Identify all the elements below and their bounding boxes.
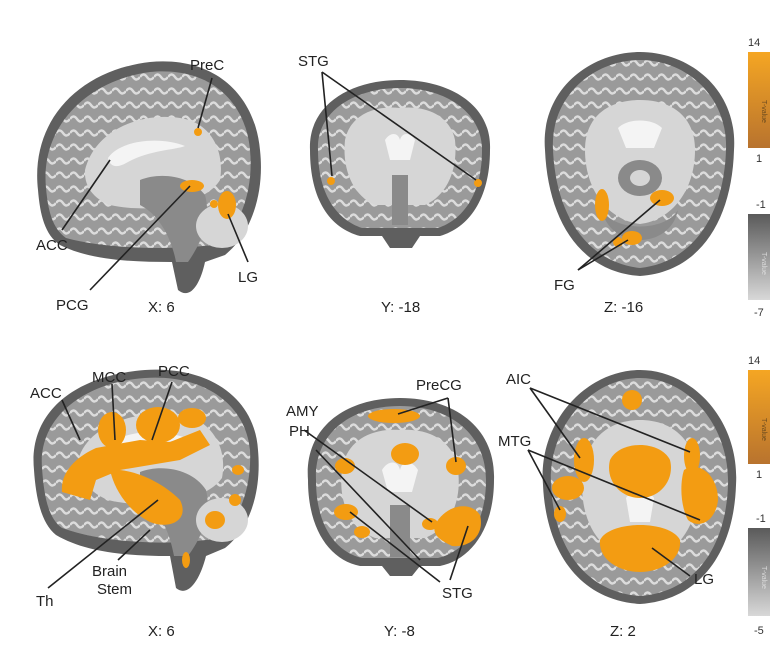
leader-amy [303, 429, 433, 523]
leader-lg-top [227, 213, 249, 263]
label-mtg: MTG [498, 433, 531, 450]
label-mcc: MCC [92, 369, 126, 386]
activation-blobs-coronal-bottom [334, 409, 481, 547]
brain-slice-coronal-bottom [307, 398, 495, 576]
activation-blobs-sagittal-bottom [61, 407, 244, 568]
leader-fg-a [577, 199, 661, 271]
activation-blobs-sagittal-top [180, 128, 236, 219]
leader-stg-top-a [321, 71, 333, 177]
label-ph: PH [289, 423, 310, 440]
colorbar-bottom: 14 T-value 1 -1 T-value -5 [748, 355, 770, 637]
colorbar-bottom-pos-title: T-value [760, 418, 767, 441]
label-acc-top: ACC [36, 237, 68, 254]
label-th: Th [36, 593, 54, 610]
leader-acc-top [61, 159, 111, 231]
label-pcc: PCC [158, 363, 190, 380]
colorbar-bottom-pos-max: 14 [748, 355, 760, 367]
colorbar-top-neg-max: -1 [756, 199, 766, 211]
coord-label-panel-3: Z: -16 [604, 299, 643, 316]
brain-slice-axial-top [544, 52, 735, 276]
colorbar-top-neg-title: T-value [760, 252, 767, 275]
panel-sagittal-bottom: ACC MCC PCC Th Brain Stem X: 6 [30, 363, 259, 640]
label-stg-bottom: STG [442, 585, 473, 602]
leader-stg-bottom-b [449, 525, 469, 581]
colorbar-bottom-neg-max: -1 [756, 513, 766, 525]
leader-stg-top-b [321, 71, 477, 181]
label-brain: Brain [92, 563, 127, 580]
label-stg-top: STG [298, 53, 329, 70]
panel-axial-bottom: AIC MTG LG Z: 2 [498, 370, 737, 640]
colorbar-top-pos-min: 1 [756, 153, 762, 165]
colorbar-top-neg-min: -7 [754, 307, 764, 319]
colorbar-bottom-positive [748, 370, 770, 464]
label-prec: PreC [190, 57, 224, 74]
label-fg: FG [554, 277, 575, 294]
brain-slice-coronal-top [309, 80, 491, 248]
label-aic: AIC [506, 371, 531, 388]
panel-axial-top: FG Z: -16 [544, 52, 735, 316]
coord-label-panel-6: Z: 2 [610, 623, 636, 640]
activation-blobs-coronal-top [327, 177, 482, 187]
panel-sagittal-top: PreC ACC PCG LG X: 6 [36, 57, 261, 316]
colorbar-top: 14 T-value 1 -1 T-value -7 [748, 37, 770, 319]
colorbar-bottom-pos-min: 1 [756, 469, 762, 481]
label-stem: Stem [97, 581, 132, 598]
leader-th [47, 499, 159, 589]
brain-slice-sagittal-top [37, 61, 261, 294]
label-precg: PreCG [416, 377, 462, 394]
label-amy: AMY [286, 403, 319, 420]
label-pcg: PCG [56, 297, 89, 314]
panel-coronal-top: STG Y: -18 [298, 53, 491, 316]
leader-acc-bottom [61, 399, 81, 441]
leader-aic-b [529, 387, 691, 453]
coord-label-panel-5: Y: -8 [384, 623, 415, 640]
leader-fg-b [577, 239, 629, 271]
colorbar-top-pos-max: 14 [748, 37, 760, 49]
colorbar-top-positive [748, 52, 770, 148]
leader-mtg-a [527, 449, 561, 511]
activation-blobs-axial-top [595, 189, 674, 247]
leader-brainstem [117, 529, 151, 561]
colorbar-top-negative [748, 214, 770, 300]
leader-precg-b [447, 397, 457, 463]
leader-prec [197, 77, 213, 129]
leader-mcc [111, 383, 116, 441]
colorbar-bottom-negative [748, 528, 770, 616]
colorbar-top-pos-title: T-value [760, 100, 767, 123]
colorbar-bottom-neg-title: T-value [760, 566, 767, 589]
leader-precg-a [397, 397, 449, 415]
leader-pcc [151, 381, 173, 441]
coord-label-panel-1: X: 6 [148, 299, 175, 316]
coord-label-panel-4: X: 6 [148, 623, 175, 640]
panel-coronal-bottom: AMY PH PreCG STG Y: -8 [286, 377, 495, 640]
leader-stg-bottom-a [349, 511, 441, 583]
coord-label-panel-2: Y: -18 [381, 299, 420, 316]
leader-ph [315, 449, 421, 561]
leader-aic-a [529, 387, 581, 459]
label-lg-bottom: LG [694, 571, 714, 588]
leader-lg-bottom [651, 547, 691, 577]
leader-pcg [89, 185, 191, 291]
leader-mtg-b [527, 449, 701, 521]
colorbar-bottom-neg-min: -5 [754, 625, 764, 637]
label-lg-top: LG [238, 269, 258, 286]
label-acc-bottom: ACC [30, 385, 62, 402]
